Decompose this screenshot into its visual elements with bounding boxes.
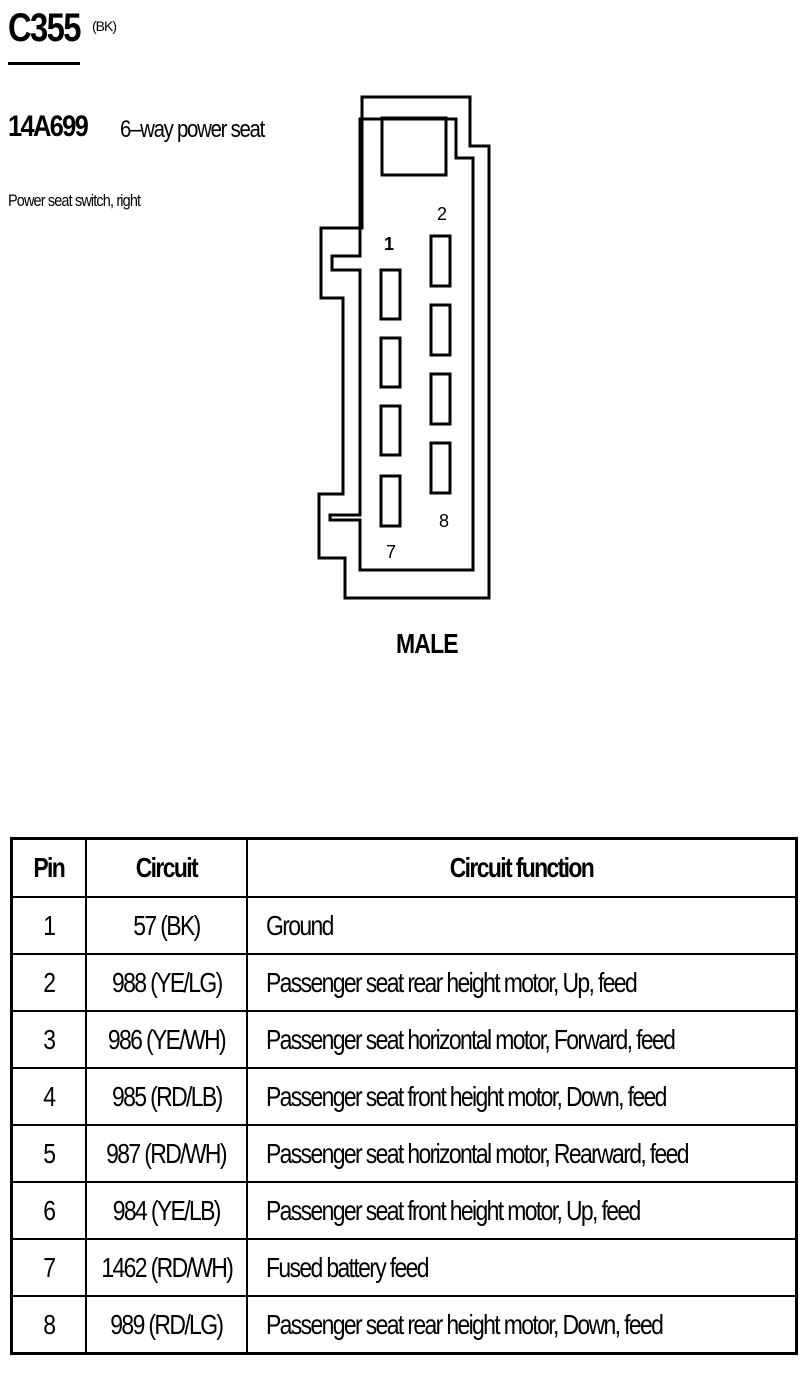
pin-cavity-6 — [429, 372, 452, 426]
cell-pin: 2 — [10, 953, 87, 1012]
pin-cavity-1 — [379, 268, 402, 321]
cell-pin: 7 — [10, 1238, 87, 1297]
pin-cavity-5 — [379, 404, 402, 457]
table-row: 5 987 (RD/WH) Passenger seat horizontal … — [10, 1124, 798, 1183]
header-function: Circuit function — [246, 837, 798, 898]
header-circuit: Circuit — [84, 837, 249, 898]
part-description: 6–way power seat — [120, 116, 265, 143]
cell-function: Passenger seat horizontal motor, Rearwar… — [246, 1124, 798, 1183]
pin-cavity-2 — [429, 234, 452, 288]
cell-pin: 1 — [10, 896, 87, 955]
table-row: 6 984 (YE/LB) Passenger seat front heigh… — [10, 1181, 798, 1240]
connector-location: Power seat switch, right — [8, 191, 141, 210]
pin-label-2: 2 — [437, 204, 447, 224]
pin-label-7: 7 — [386, 542, 396, 562]
pin-table: Pin Circuit Circuit function 1 57 (BK) G… — [10, 837, 798, 1355]
connector-color-code: (BK) — [92, 18, 117, 34]
view-label: MALE — [396, 628, 459, 659]
cell-circuit: 988 (YE/LG) — [84, 953, 249, 1012]
table-row: 4 985 (RD/LB) Passenger seat front heigh… — [10, 1067, 798, 1126]
cell-function: Ground — [246, 896, 798, 955]
connector-housing-inner — [328, 117, 475, 572]
cell-function: Passenger seat rear height motor, Down, … — [246, 1295, 798, 1355]
cell-circuit: 989 (RD/LG) — [84, 1295, 249, 1355]
connector-key-slot — [380, 116, 448, 177]
pin-table-header-row: Pin Circuit Circuit function — [10, 837, 798, 898]
pin-label-1: 1 — [384, 234, 394, 254]
cell-function: Passenger seat front height motor, Down,… — [246, 1067, 798, 1126]
table-row: 3 986 (YE/WH) Passenger seat horizontal … — [10, 1010, 798, 1069]
cell-function: Passenger seat rear height motor, Up, fe… — [246, 953, 798, 1012]
connector-face-diagram: 1 2 7 8 — [317, 95, 491, 600]
part-number: 14A699 — [8, 110, 89, 143]
cell-function: Fused battery feed — [246, 1238, 798, 1297]
table-row: 7 1462 (RD/WH) Fused battery feed — [10, 1238, 798, 1297]
header-underline — [8, 62, 80, 65]
table-row: 1 57 (BK) Ground — [10, 896, 798, 955]
cell-circuit: 986 (YE/WH) — [84, 1010, 249, 1069]
cell-circuit: 987 (RD/WH) — [84, 1124, 249, 1183]
pin-label-8: 8 — [439, 511, 449, 531]
table-row: 2 988 (YE/LG) Passenger seat rear height… — [10, 953, 798, 1012]
pin-cavity-3 — [379, 336, 402, 389]
cell-pin: 6 — [10, 1181, 87, 1240]
cell-circuit: 985 (RD/LB) — [84, 1067, 249, 1126]
cell-circuit: 984 (YE/LB) — [84, 1181, 249, 1240]
cell-pin: 3 — [10, 1010, 87, 1069]
pin-cavity-4 — [429, 303, 452, 357]
part-row: 14A699 6–way power seat — [8, 110, 265, 144]
connector-code: C355 — [8, 6, 81, 50]
cell-pin: 8 — [10, 1295, 87, 1355]
cell-pin: 4 — [10, 1067, 87, 1126]
cell-function: Passenger seat horizontal motor, Forward… — [246, 1010, 798, 1069]
table-row: 8 989 (RD/LG) Passenger seat rear height… — [10, 1295, 798, 1355]
cell-circuit: 57 (BK) — [84, 896, 249, 955]
cell-function: Passenger seat front height motor, Up, f… — [246, 1181, 798, 1240]
header-pin: Pin — [10, 837, 87, 898]
pin-cavity-8 — [429, 441, 452, 495]
pin-cavity-7 — [379, 474, 402, 528]
cell-pin: 5 — [10, 1124, 87, 1183]
cell-circuit: 1462 (RD/WH) — [84, 1238, 249, 1297]
connector-housing-outer — [317, 95, 491, 600]
